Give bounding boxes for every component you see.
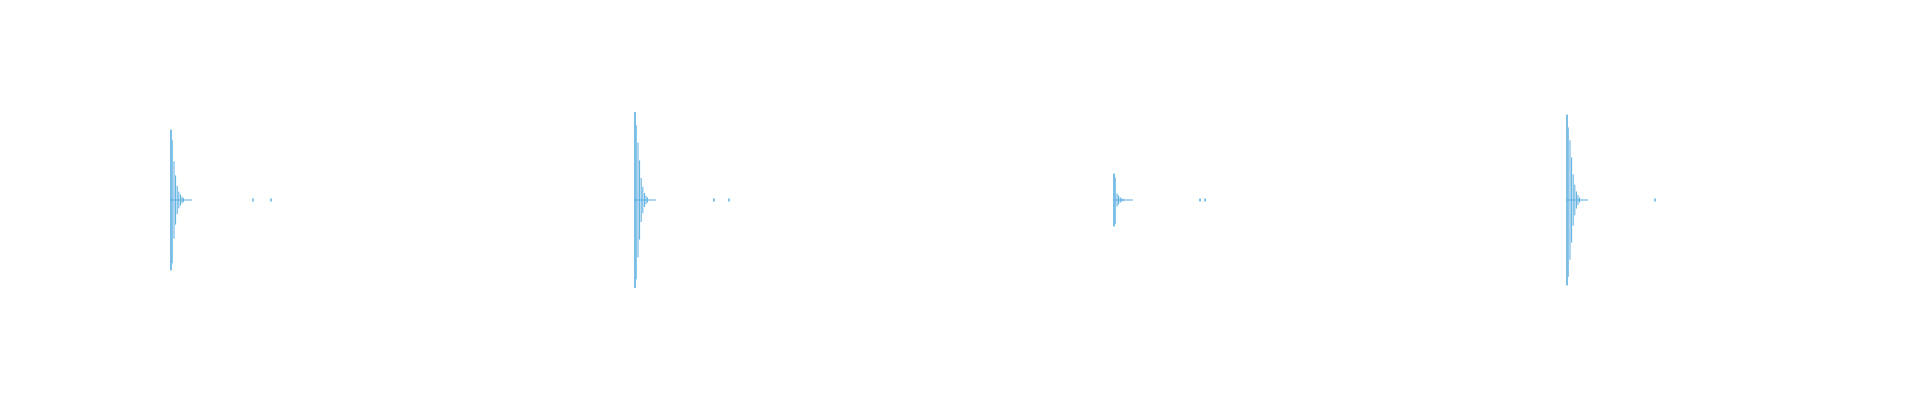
clips-layer bbox=[170, 112, 1656, 288]
audio-clip-3[interactable] bbox=[1113, 173, 1206, 227]
audio-clip-1[interactable] bbox=[170, 129, 272, 271]
audio-clip-2[interactable] bbox=[634, 112, 730, 288]
audio-clip-4[interactable] bbox=[1566, 114, 1656, 286]
